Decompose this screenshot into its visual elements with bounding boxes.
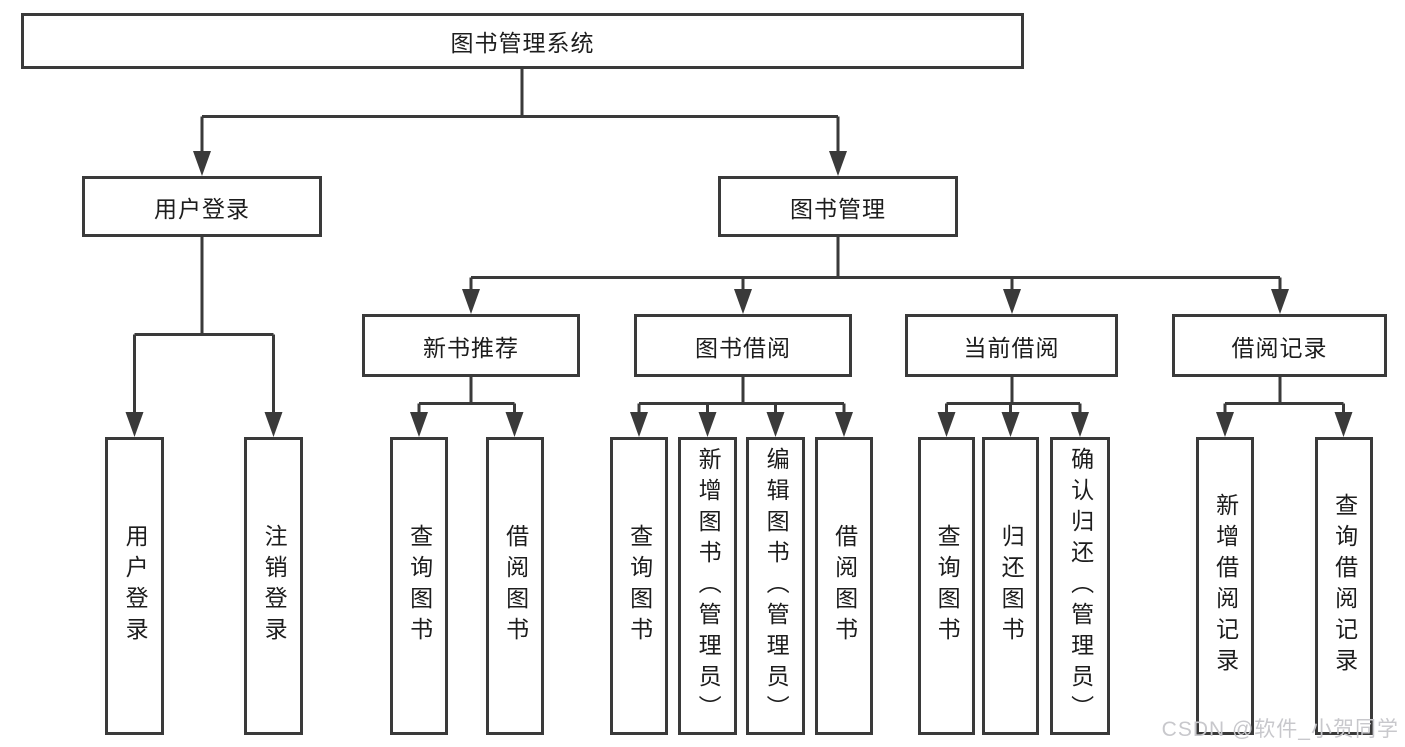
node-book-management: 图书管理 (718, 176, 958, 237)
leaf-borrow-books-recommend: 借阅图书 (486, 437, 544, 735)
leaf-query-books-recommend: 查询图书 (390, 437, 448, 735)
arrowhead (1334, 412, 1353, 437)
leaf-borrow-books: 借阅图书 (815, 437, 873, 735)
leaf-return-books: 归还图书 (982, 437, 1039, 735)
arrowhead (264, 412, 283, 437)
node-current-borrowing: 当前借阅 (905, 314, 1118, 377)
node-root-system: 图书管理系统 (21, 13, 1024, 69)
node-label: 编辑图书（管理员） (763, 446, 790, 726)
node-label: 查询图书 (626, 524, 653, 648)
arrowhead (1071, 412, 1089, 437)
arrowhead (410, 412, 428, 437)
arrowhead (193, 151, 211, 176)
arrowhead (829, 151, 847, 176)
arrowhead (1001, 412, 1020, 437)
arrowhead (462, 289, 480, 314)
leaf-confirm-return-admin: 确认归还（管理员） (1050, 437, 1110, 735)
tree-edges (133, 69, 1345, 417)
arrowhead (937, 412, 956, 437)
node-label: 新书推荐 (423, 334, 519, 361)
leaf-query-borrow-record: 查询借阅记录 (1315, 437, 1373, 735)
node-label: 图书管理 (790, 195, 886, 222)
node-label: 归还图书 (998, 524, 1025, 648)
arrowhead (125, 412, 144, 437)
node-label: 新增借阅记录 (1212, 493, 1239, 679)
leaf-add-books-admin: 新增图书（管理员） (678, 437, 737, 735)
node-label: 图书借阅 (695, 334, 791, 361)
node-new-book-recommend: 新书推荐 (362, 314, 580, 377)
node-label: 查询图书 (934, 524, 961, 648)
arrowhead (835, 412, 853, 437)
leaf-query-books-current: 查询图书 (918, 437, 975, 735)
node-user-login: 用户登录 (82, 176, 322, 237)
node-label: 新增图书（管理员） (695, 446, 722, 726)
node-label: 当前借阅 (963, 334, 1060, 361)
arrowhead (630, 412, 648, 437)
leaf-query-books-borrow: 查询图书 (610, 437, 668, 735)
node-label: 借阅记录 (1231, 334, 1328, 361)
arrowhead (1216, 412, 1234, 437)
arrowhead (734, 289, 752, 314)
node-label: 确认归还（管理员） (1067, 446, 1094, 726)
node-label: 借阅图书 (831, 524, 858, 648)
node-label: 用户登录 (154, 195, 250, 222)
node-label: 用户登录 (122, 524, 149, 648)
node-label: 查询图书 (406, 524, 433, 648)
leaf-edit-books-admin: 编辑图书（管理员） (746, 437, 805, 735)
arrowhead (505, 412, 524, 437)
leaf-user-login: 用户登录 (105, 437, 164, 735)
arrowhead (766, 412, 785, 437)
leaf-logout: 注销登录 (244, 437, 303, 735)
arrowheads (125, 151, 1353, 437)
node-label: 查询借阅记录 (1331, 493, 1358, 679)
arrowhead (1271, 289, 1289, 314)
leaf-add-borrow-record: 新增借阅记录 (1196, 437, 1254, 735)
node-borrowing-records: 借阅记录 (1172, 314, 1387, 377)
arrowhead (698, 412, 717, 437)
node-book-borrowing: 图书借阅 (634, 314, 852, 377)
arrowhead (1003, 289, 1021, 314)
node-label: 图书管理系统 (450, 30, 595, 56)
node-label: 借阅图书 (502, 524, 529, 648)
node-label: 注销登录 (261, 524, 288, 648)
